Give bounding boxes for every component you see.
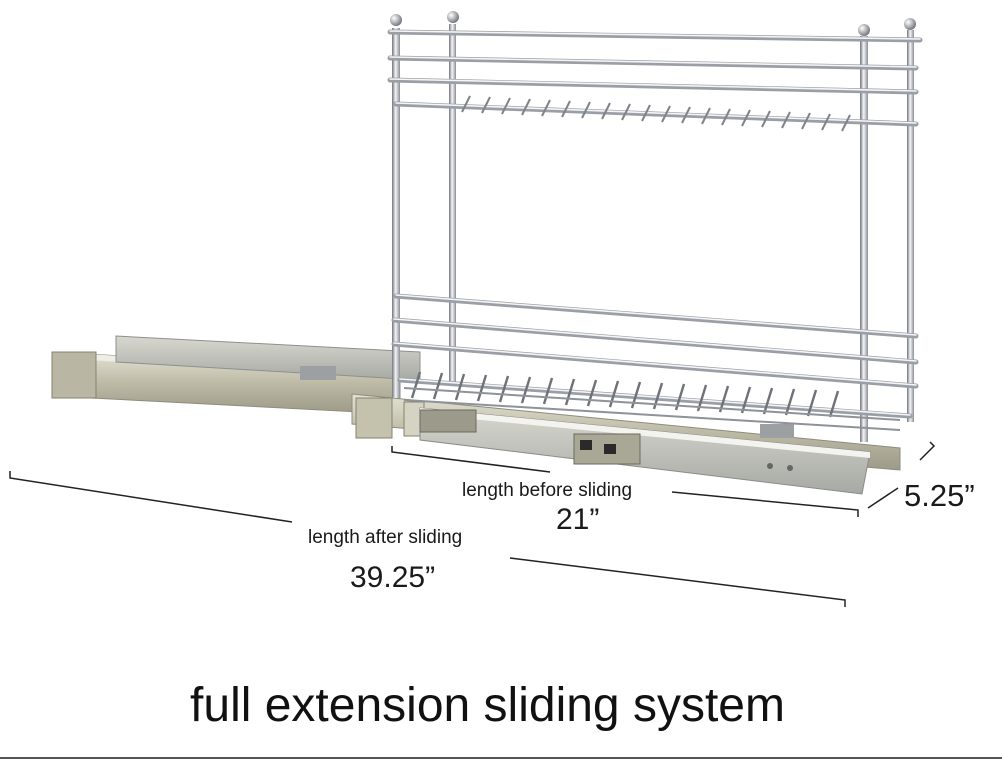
length-before-label: length before sliding — [462, 480, 633, 501]
length-after-value: 39.25” — [350, 561, 436, 594]
drawer-slide — [51, 335, 901, 495]
caption: full extension sliding system — [190, 679, 785, 732]
dimension-lines — [9, 441, 936, 607]
bottom-divider — [0, 757, 1002, 759]
depth-line-lower — [867, 487, 899, 509]
length-after-label: length after sliding — [308, 527, 463, 548]
length-before-value: 21” — [556, 503, 600, 536]
wire-rack — [387, 11, 923, 442]
length-after-line-right — [509, 557, 846, 607]
length-before-line-right — [671, 491, 859, 517]
depth-line — [919, 441, 936, 461]
depth-value: 5.25” — [904, 478, 975, 513]
length-before-line-left — [391, 446, 551, 473]
length-after-line-left — [9, 471, 293, 523]
